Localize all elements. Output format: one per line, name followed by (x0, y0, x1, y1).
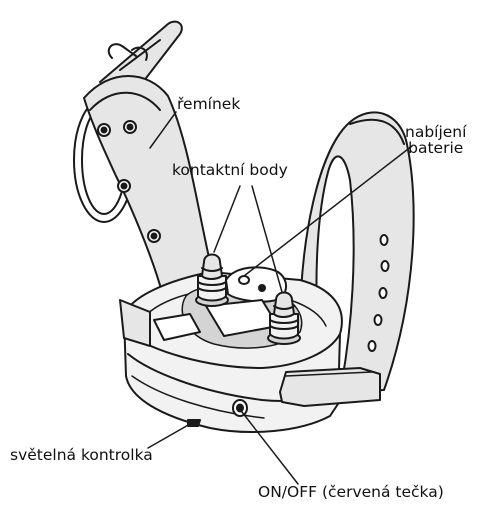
label-battery-charging-line1: nabíjení (405, 124, 466, 140)
strap-hole (369, 341, 376, 351)
leader-contact-left (214, 186, 240, 252)
left-strap (74, 22, 214, 292)
label-battery-charging: nabíjení baterie (405, 124, 466, 157)
label-on-off: ON/OFF (červená tečka) (258, 484, 444, 500)
strap-hole (380, 288, 387, 298)
leader-indicator (148, 424, 190, 448)
label-contact-points: kontaktní body (172, 162, 288, 178)
strap-hole (382, 261, 389, 271)
label-battery-charging-line2: baterie (405, 140, 466, 156)
receiver-body (120, 267, 380, 432)
label-indicator-light: světelná kontrolka (10, 447, 153, 463)
strap-hole (381, 235, 388, 245)
strap-hole (375, 315, 382, 325)
indicator-light (188, 420, 200, 426)
label-strap: řemínek (177, 96, 240, 112)
